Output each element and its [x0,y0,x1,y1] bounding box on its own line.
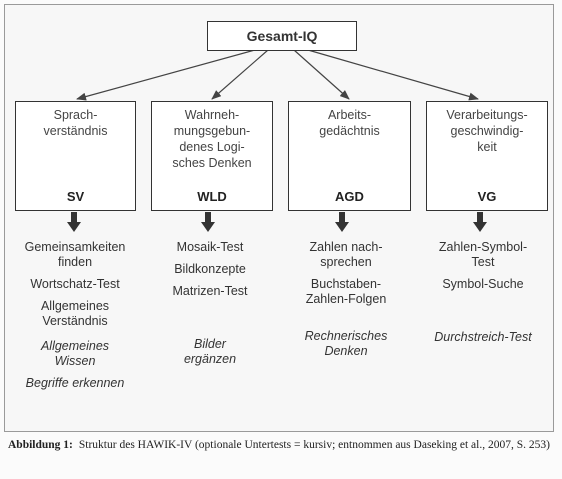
down-arrow-vg-shaft [477,212,483,224]
category-abbr: WLD [197,189,227,204]
category-box-vg: Verarbeitungs- geschwindig- keit VG [426,101,548,211]
category-box-wld: Wahrneh- mungsgebun- denes Logi- sches D… [151,101,273,211]
subtest: Zahlen-Symbol- Test [438,240,528,269]
down-arrow-agd-head [335,222,349,232]
caption-text: Struktur des HAWIK-IV (optionale Unterte… [78,439,550,451]
figure-caption: Abbildung 1: Struktur des HAWIK-IV (opti… [8,438,556,453]
optional-subtest: Begriffe erkennen [25,376,125,390]
category-title: Wahrneh- mungsgebun- denes Logi- sches D… [172,108,252,170]
category-abbr: AGD [335,189,364,204]
down-arrow-agd-shaft [339,212,345,224]
subtests-sv: Gemeinsamkeiten finden Wortschatz-Test A… [8,240,142,398]
subtest: Bildkonzepte [174,262,246,276]
gesamt-iq-label: Gesamt-IQ [246,28,318,44]
optional-subtest: Rechnerisches Denken [304,329,388,358]
subtests-wld: Mosaik-Test Bildkonzepte Matrizen-Test B… [150,240,270,374]
down-arrow-sv-shaft [71,212,77,224]
optional-subtest: Durchstreich-Test [434,330,532,344]
subtest: Mosaik-Test [176,240,244,254]
figure-panel [4,4,554,432]
down-arrow-vg-head [473,222,487,232]
category-abbr: VG [477,189,497,204]
subtests-vg: Zahlen-Symbol- Test Symbol-Suche Durchst… [420,240,546,352]
category-box-agd: Arbeits- gedächtnis AGD [288,101,411,211]
category-title: Arbeits- gedächtnis [319,108,380,138]
optional-subtest: Bilder ergänzen [183,337,237,366]
down-arrow-sv-head [67,222,81,232]
subtest: Zahlen nach- sprechen [309,240,383,269]
gesamt-iq-box: Gesamt-IQ [207,21,357,51]
category-box-sv: Sprach- verständnis SV [15,101,136,211]
arrow-to-agd [293,49,350,100]
category-title: Verarbeitungs- geschwindig- keit [446,108,528,154]
category-abbr: SV [66,189,85,204]
category-title: Sprach- verständnis [43,108,108,138]
optional-subtest: Allgemeines Wissen [40,339,110,368]
down-arrow-wld-head [201,222,215,232]
subtest: Buchstaben- Zahlen-Folgen [305,277,387,306]
subtest: Wortschatz-Test [30,277,120,291]
subtest: Matrizen-Test [172,284,248,298]
caption-label: Abbildung 1: [8,439,73,451]
arrow-to-sv [76,49,256,101]
subtest: Allgemeines Verständnis [40,299,110,328]
subtest: Gemeinsamkeiten finden [24,240,126,269]
arrow-to-wld [211,49,269,100]
subtest: Symbol-Suche [442,277,524,291]
arrow-to-vg [307,49,479,101]
subtests-agd: Zahlen nach- sprechen Buchstaben- Zahlen… [284,240,408,366]
down-arrow-wld-shaft [205,212,211,224]
